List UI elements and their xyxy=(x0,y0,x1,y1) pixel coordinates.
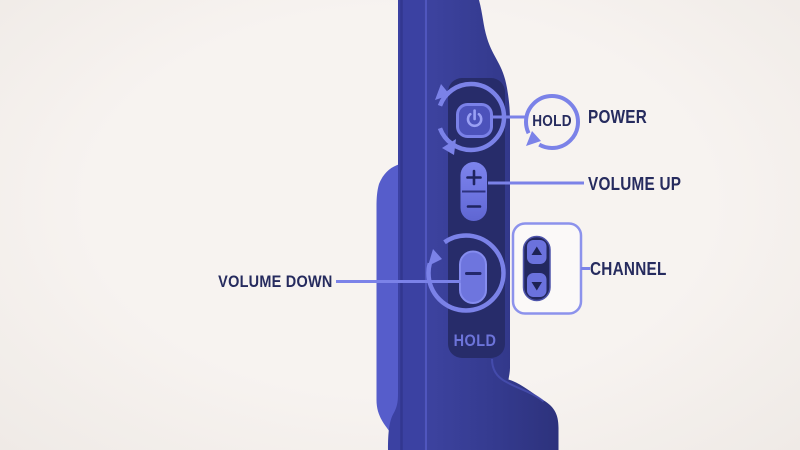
arrowhead-icon xyxy=(428,249,442,266)
channel-up-icon xyxy=(531,246,542,255)
power-icon xyxy=(466,109,483,128)
volume-rocker[interactable] xyxy=(460,162,488,221)
channel-rocker[interactable] xyxy=(522,235,551,302)
channel-label: CHANNEL xyxy=(590,259,667,279)
arrowhead-icon xyxy=(442,139,456,155)
arrowhead-icon xyxy=(435,84,450,100)
volume-down-label: VOLUME DOWN xyxy=(218,272,333,291)
bulge-seam-line xyxy=(491,358,545,403)
channel-down-button[interactable] xyxy=(527,273,547,297)
channel-down-icon xyxy=(531,282,542,291)
arrowhead-icon xyxy=(526,131,541,146)
hold-badge-label: HOLD xyxy=(532,113,572,130)
channel-up-button[interactable] xyxy=(527,240,547,264)
plus-icon[interactable] xyxy=(466,169,482,186)
annotation-arrowheads xyxy=(428,84,541,266)
power-label: POWER xyxy=(588,107,648,127)
device-hold-label: HOLD xyxy=(453,331,497,350)
annotation-layer xyxy=(336,81,590,313)
volume-up-label: VOLUME UP xyxy=(588,174,682,194)
rotate-arrow-icon xyxy=(524,94,580,150)
rotate-arrow-icon xyxy=(426,233,506,313)
volume-down-button[interactable] xyxy=(459,250,487,304)
power-button[interactable] xyxy=(456,103,493,138)
device-middle-strip xyxy=(388,0,424,450)
